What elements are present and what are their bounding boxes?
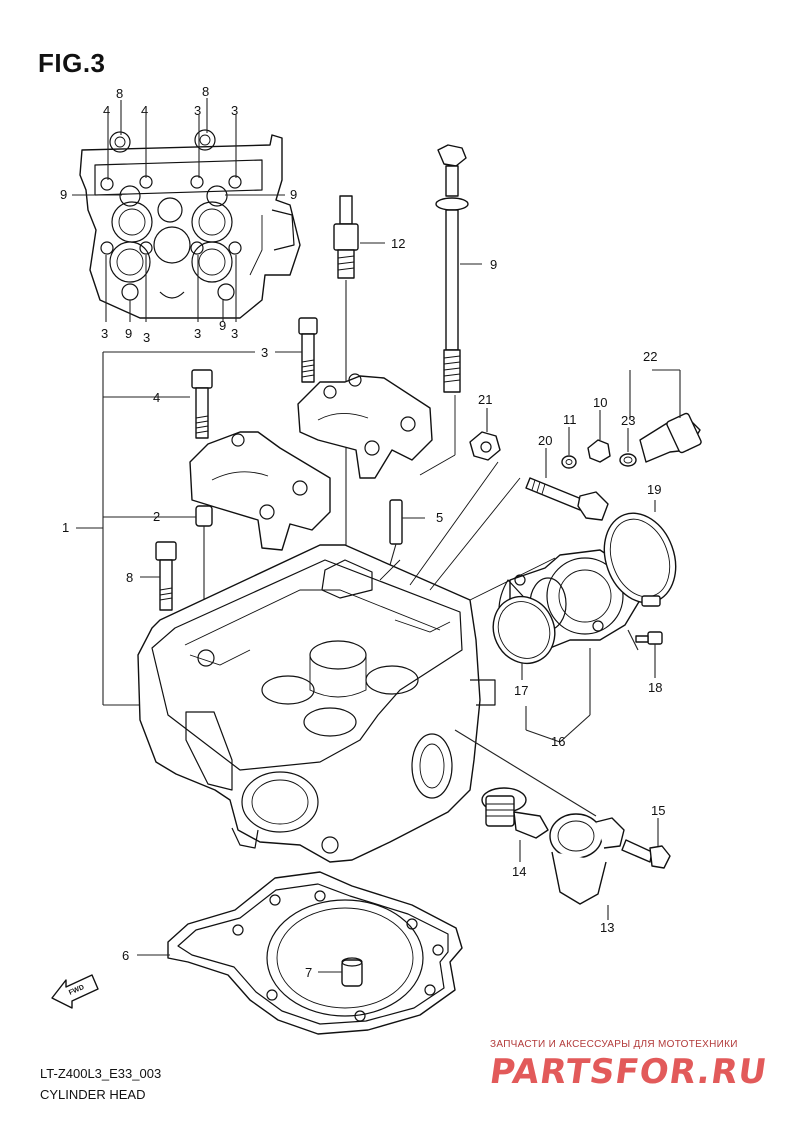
nut-21 [469,408,501,461]
watermark-logo: PARTSFOR.RU [487,1052,770,1092]
inset-callout-9a: 9 [125,326,132,341]
head-gasket-6 [137,871,463,1035]
callout-22: 22 [643,349,657,364]
bolt-20 [525,448,609,521]
stud-bolt-9 [435,144,482,393]
dowel-pin-2 [170,505,213,650]
camshaft-holder-lower [189,431,331,551]
bolt-15 [621,818,671,869]
clamp-19 [603,500,677,607]
inset-callout-3a: 3 [194,103,201,118]
washer-23 [619,428,637,467]
callout-15: 15 [651,803,665,818]
callout-11: 11 [563,412,577,427]
inset-callout-3b: 3 [231,103,238,118]
callout-3: 3 [261,345,268,360]
callout-21: 21 [478,392,492,407]
callout-18: 18 [648,680,662,695]
inset-callout-9b: 9 [219,318,226,333]
callout-17: 17 [514,683,528,698]
inset-callout-4a: 4 [103,103,110,118]
inset-top-labels: 4 8 4 8 3 3 9 9 3 9 3 3 9 3 [60,84,297,345]
callout-5: 5 [436,510,443,525]
bolt-3 [275,317,318,383]
inset-callout-3e: 3 [194,326,201,341]
callout-7: 7 [305,965,312,980]
shop-watermark: ЗАПЧАСТИ И АКСЕССУАРЫ ДЛЯ МОТОТЕХНИКИ PA… [487,1039,790,1092]
callout-labels: 1 2 3 4 5 6 7 8 9 10 11 12 13 14 15 16 1… [62,236,665,980]
inset-callout-8a: 8 [116,86,123,101]
bolt-4 [191,369,213,439]
callout-8: 8 [126,570,133,585]
cylinder-head-top-view: 4 8 4 8 3 3 9 9 3 9 3 3 9 3 [60,84,301,345]
inset-callout-8b: 8 [202,84,209,99]
callout-13: 13 [600,920,614,935]
callout-2: 2 [153,509,160,524]
callout-23: 23 [621,413,635,428]
callout-1: 1 [62,520,69,535]
callout-20: 20 [538,433,552,448]
figure-title: FIG.3 [38,48,106,78]
callout-14: 14 [512,864,526,879]
callout-6: 6 [122,948,129,963]
inset-callout-4b: 4 [141,103,148,118]
callout-12: 12 [391,236,405,251]
camshaft-holder-upper [297,373,433,479]
screw-10 [587,410,611,463]
diagram-code: LT-Z400L3_E33_003 [40,1066,162,1081]
cylinder-head-1 [137,544,496,863]
inset-callout-3f: 3 [231,326,238,341]
callout-16: 16 [551,734,565,749]
inset-callout-9-left: 9 [60,187,67,202]
forward-direction-icon: FWD [51,974,99,1009]
watermark-tagline: ЗАПЧАСТИ И АКСЕССУАРЫ ДЛЯ МОТОТЕХНИКИ [490,1039,738,1050]
diagram-name: CYLINDER HEAD [40,1087,146,1102]
dowel-pin-7 [318,957,363,987]
washer-11 [561,427,577,469]
temperature-sensor-22 [629,369,702,463]
inset-callout-9-right: 9 [290,187,297,202]
callout-4: 4 [153,390,160,405]
callout-10: 10 [593,395,607,410]
o-ring-17 [492,595,556,680]
thermostat-14 [481,787,549,862]
callout-9: 9 [490,257,497,272]
inset-callout-3d: 3 [143,330,150,345]
inset-callout-3c: 3 [101,326,108,341]
thermostat-housing-13 [454,729,625,920]
bolt-8 [140,541,177,611]
assembly-guide-lines [379,395,556,601]
callout-19: 19 [647,482,661,497]
screw-18 [627,629,663,678]
